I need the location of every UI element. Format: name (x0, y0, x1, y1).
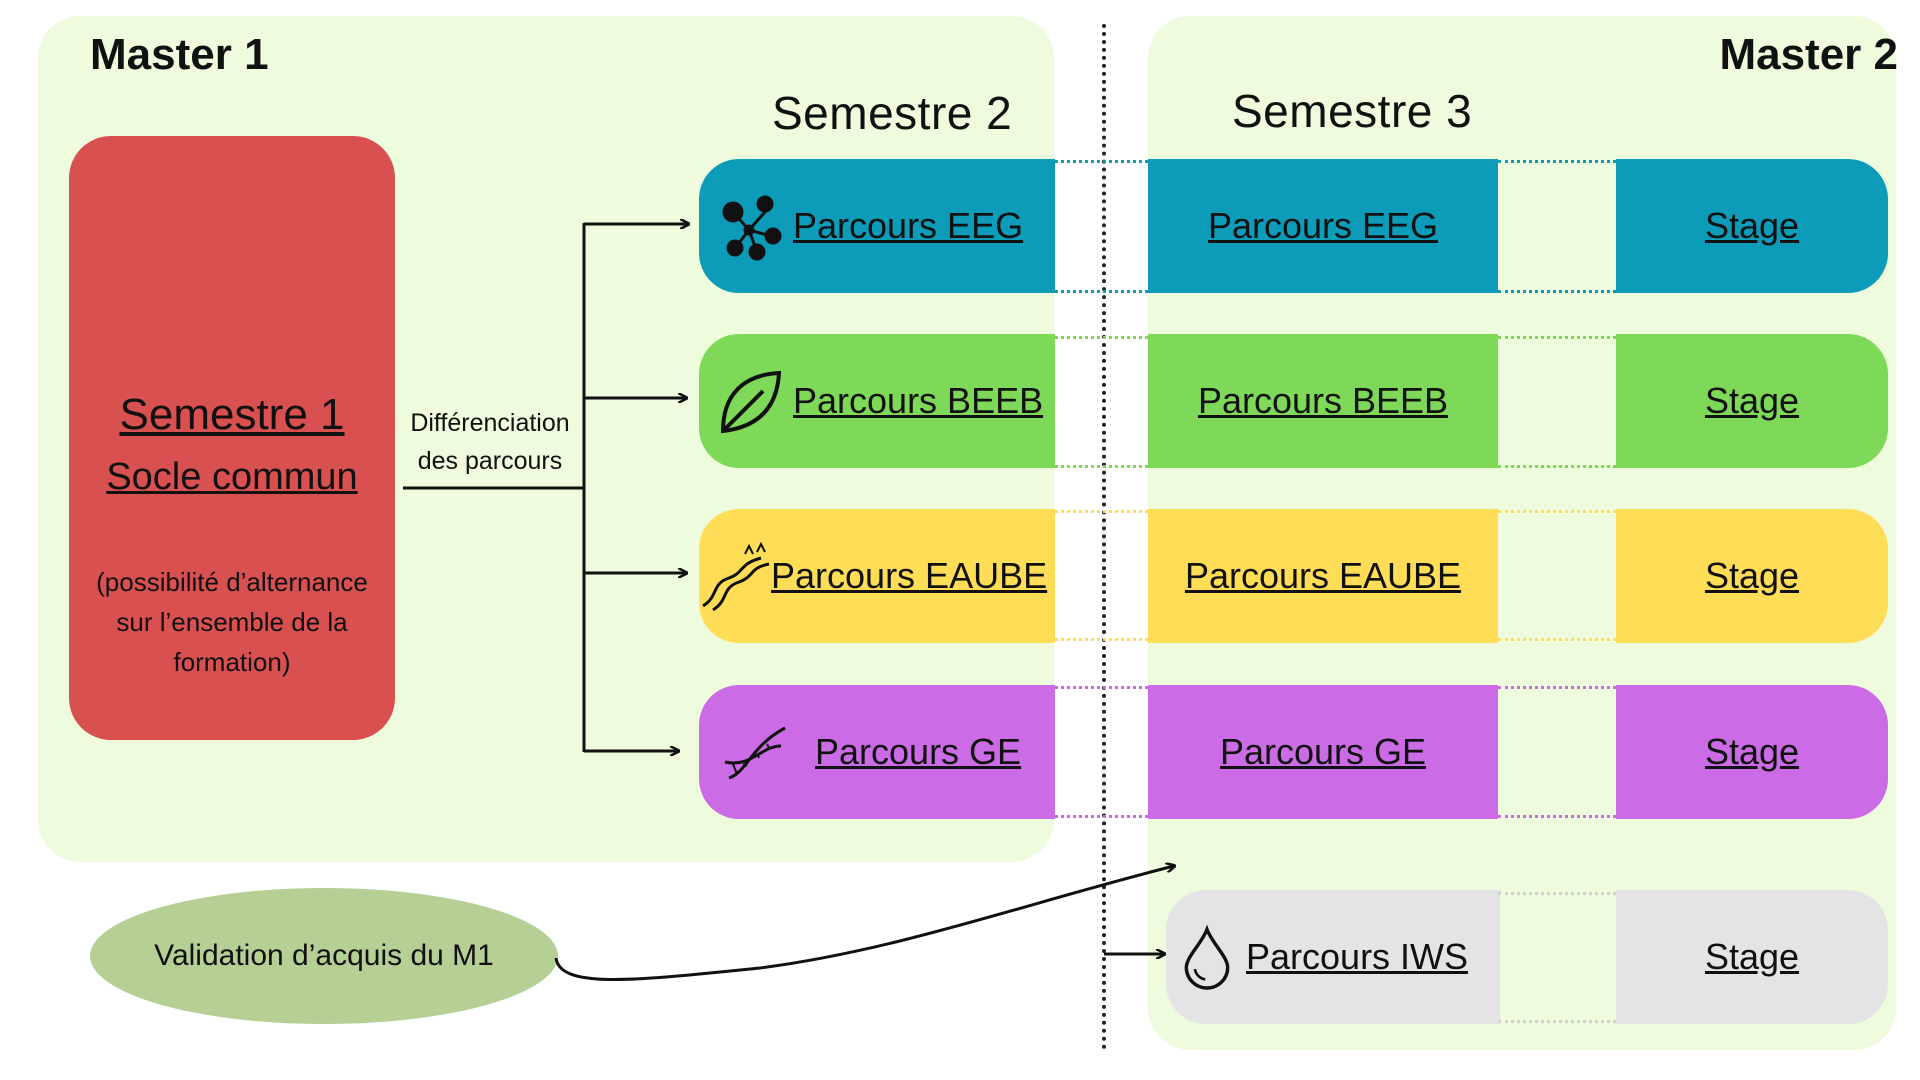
s3-pill-beeb[interactable]: Parcours BEEB (1148, 334, 1498, 468)
differenciation-label: Différenciation des parcours (400, 404, 580, 480)
s3-label-eaube[interactable]: Parcours EAUBE (1184, 555, 1462, 596)
iws-stage-pill[interactable]: Stage (1616, 890, 1888, 1024)
connector-iws-stage-top (1498, 892, 1616, 895)
leaf-icon (720, 370, 782, 434)
connector-ge-bottom (1055, 815, 1148, 818)
connector-eeg-stage-bottom (1498, 290, 1616, 293)
s3-label-eeg[interactable]: Parcours EEG (1207, 205, 1439, 246)
differenciation-line2: des parcours (417, 447, 563, 475)
arrow-validation (554, 866, 1174, 981)
s3-pill-ge[interactable]: Parcours GE (1148, 685, 1498, 819)
connector-eaube-stage-top (1498, 510, 1616, 513)
connector-iws-stage-bottom (1498, 1020, 1616, 1023)
connector-beeb-stage-bottom (1498, 465, 1616, 468)
stage-label-eeg[interactable]: Stage (1704, 205, 1800, 246)
dna-icon (724, 726, 786, 780)
differenciation-line1: Différenciation (410, 409, 570, 437)
water-drop-icon (1184, 924, 1230, 990)
ecology-network-icon (722, 195, 782, 261)
stage-pill-eeg[interactable]: Stage (1616, 159, 1888, 293)
iws-label[interactable]: Parcours IWS (1246, 936, 1469, 977)
stage-label-eaube[interactable]: Stage (1704, 555, 1800, 596)
connector-eeg-bottom (1055, 290, 1148, 293)
iws-stage-label[interactable]: Stage (1704, 936, 1800, 977)
year-separator (1102, 24, 1106, 1050)
semestre3-title: Semestre 3 (1232, 85, 1473, 137)
connector-eaube-top (1055, 510, 1148, 513)
s2-pill-beeb[interactable]: Parcours BEEB (699, 334, 1055, 468)
semestre1-title[interactable]: Semestre 1 (119, 390, 345, 439)
iws-pill[interactable]: Parcours IWS (1166, 890, 1500, 1024)
s2-pill-ge[interactable]: Parcours GE (699, 685, 1055, 819)
connector-ge-stage-top (1498, 686, 1616, 689)
s2-label-beeb[interactable]: Parcours BEEB (793, 380, 1044, 421)
river-icon (702, 541, 770, 612)
stage-pill-beeb[interactable]: Stage (1616, 334, 1888, 468)
s3-label-ge[interactable]: Parcours GE (1219, 731, 1427, 772)
connector-beeb-top (1055, 336, 1148, 339)
s2-label-ge[interactable]: Parcours GE (815, 731, 1022, 772)
connector-ge-top (1055, 686, 1148, 689)
stage-label-beeb[interactable]: Stage (1704, 380, 1800, 421)
connector-beeb-stage-top (1498, 336, 1616, 339)
s2-pill-eeg[interactable]: Parcours EEG (699, 159, 1055, 293)
s2-label-eeg[interactable]: Parcours EEG (793, 205, 1024, 246)
connector-eaube-bottom (1055, 638, 1148, 641)
validation-ellipse[interactable]: Validation d’acquis du M1 (90, 888, 558, 1024)
connector-eeg-top (1055, 160, 1148, 163)
master1-title: Master 1 (90, 30, 269, 79)
s2-pill-eaube[interactable]: Parcours EAUBE (699, 509, 1055, 643)
s3-label-beeb[interactable]: Parcours BEEB (1197, 380, 1449, 421)
s3-pill-eeg[interactable]: Parcours EEG (1148, 159, 1498, 293)
semestre1-note: (possibilité d’alternance sur l’ensemble… (96, 567, 368, 677)
s2-label-eaube[interactable]: Parcours EAUBE (771, 555, 1048, 596)
stage-pill-eaube[interactable]: Stage (1616, 509, 1888, 643)
connector-eaube-stage-bottom (1498, 638, 1616, 641)
stage-pill-ge[interactable]: Stage (1616, 685, 1888, 819)
s3-pill-eaube[interactable]: Parcours EAUBE (1148, 509, 1498, 643)
semestre2-title: Semestre 2 (772, 87, 1013, 139)
connector-eeg-stage-top (1498, 160, 1616, 163)
connector-ge-stage-bottom (1498, 815, 1616, 818)
master2-title: Master 2 (1719, 30, 1898, 79)
semestre1-subtitle[interactable]: Socle commun (106, 456, 358, 498)
stage-label-ge[interactable]: Stage (1704, 731, 1800, 772)
validation-label: Validation d’acquis du M1 (154, 939, 494, 972)
semestre1-box: Semestre 1 Socle commun (possibilité d’a… (69, 136, 395, 740)
connector-beeb-bottom (1055, 465, 1148, 468)
